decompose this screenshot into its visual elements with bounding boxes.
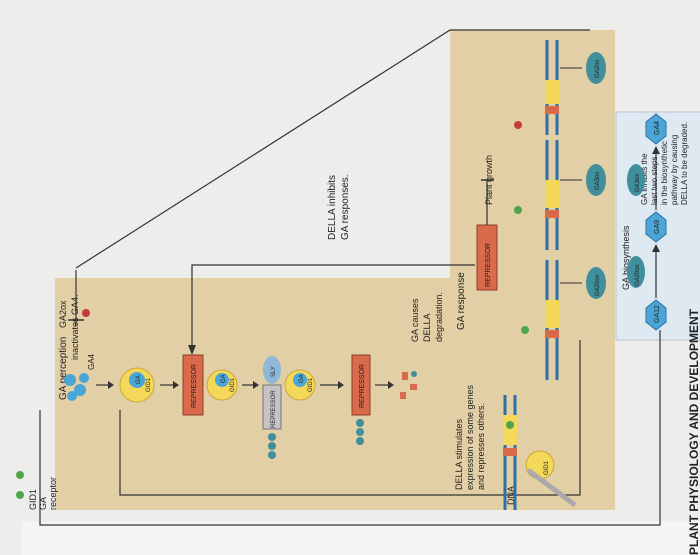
gid1-label: GID1 <box>146 377 152 392</box>
ga4-molecules <box>64 373 89 401</box>
ga12-node <box>645 299 667 331</box>
repressor-response-label: REPRESSOR <box>485 243 492 287</box>
ga9-label: GA9 <box>654 220 661 234</box>
ubiquitin-chain <box>268 433 276 459</box>
ga9-node <box>645 211 667 243</box>
della-inhibit-line <box>191 264 475 352</box>
ga-inhibits-line3: in the biosynthetic <box>660 141 669 205</box>
ga-perception-label: GA perception <box>58 337 69 400</box>
sly-label: SLY <box>271 366 277 377</box>
ubiquitin-chain-2 <box>356 419 364 445</box>
feedback-line-top <box>75 29 590 269</box>
plant-growth-label: Plant growth <box>484 155 494 205</box>
green-dot-icon-2 <box>16 491 24 499</box>
svg-text:GID1: GID1 <box>308 377 314 392</box>
ga-gid1-complex-3: GA GID1 <box>284 369 316 401</box>
gid1-response-label: GID1 <box>544 460 550 475</box>
receptor-legend-receptor: receptor <box>48 477 58 510</box>
footer-text: PLANT PHYSIOLOGY AND DEVELOPMENT <box>687 308 700 555</box>
ga20ox-response-label: GA20ox <box>595 274 601 296</box>
della-fragments-icon <box>400 371 417 399</box>
repressor-block-2 <box>262 384 282 430</box>
ga-causes-label: GA causes <box>410 298 420 342</box>
svg-text:GID1: GID1 <box>230 377 236 392</box>
receptor-legend-ga: GA <box>38 497 48 510</box>
svg-text:GA: GA <box>221 374 227 383</box>
receptor-legend-gid1: GID1 <box>28 489 38 510</box>
ga-gid1-complex-2: GA GID1 <box>206 369 238 401</box>
svg-text:REPRESSOR: REPRESSOR <box>359 364 366 408</box>
ga2ox-label: GA2ox <box>58 300 68 328</box>
dna-label: DNA <box>506 486 516 505</box>
ga20ox-label: GA20ox <box>635 264 641 286</box>
red-dot-icon <box>82 309 90 317</box>
gene-column-4 <box>514 40 606 135</box>
gene-column-1 <box>503 395 577 510</box>
ga-inhibits-line5: DELLA to be degraded. <box>680 122 689 205</box>
della-stimulates-label: DELLA stimulates <box>454 418 464 490</box>
ga-inhibits-line4: pathway by causing <box>670 135 679 205</box>
svg-text:GA: GA <box>299 374 305 383</box>
ga20ox-enzyme <box>627 256 645 288</box>
gene-column-3 <box>514 140 606 250</box>
ga-gid1-complex-1: GA GID1 <box>119 367 155 403</box>
ga4-node <box>645 113 667 145</box>
repressor-block-3 <box>351 354 371 416</box>
ga2ox-inactivates-label: inactivates GA4. <box>70 294 80 360</box>
ga4-node-label: GA4 <box>654 121 661 135</box>
ga-inhibits-line2: last two steps <box>650 157 659 205</box>
ga12-label: GA12 <box>654 305 661 323</box>
della-label: DELLA <box>422 313 432 342</box>
ga2ox-response-label: GA2ox <box>595 60 601 78</box>
repressor-label-1: REPRESSOR <box>191 364 198 408</box>
ga3ox-response-label: GA3ox <box>595 172 601 190</box>
ga-label: GA <box>136 375 142 384</box>
page-fold <box>22 522 700 555</box>
sly-protein: SLY <box>263 356 281 384</box>
feedback-line-bottom <box>39 330 661 526</box>
della-inhibits-label: DELLA inhibits <box>327 175 338 240</box>
ga-response-label: GA response <box>456 272 467 330</box>
ga-responses-label: GA responses. <box>340 174 351 240</box>
green-dot-icon <box>16 471 24 479</box>
represses-label: and represses others. <box>476 403 486 490</box>
ga-biosynthesis-title: GA biosynthesis <box>621 225 631 290</box>
repressor-label-2: REPRESSOR <box>271 390 277 428</box>
ga3ox-label: GA3ox <box>635 174 641 192</box>
expression-label: expression of some genes <box>465 384 475 490</box>
della-inhibit-arrowhead <box>188 345 196 355</box>
repressor-block-1 <box>182 354 204 416</box>
gene-column-2 <box>521 260 606 380</box>
ga4-label: GA4 <box>87 353 96 370</box>
perception-panel <box>55 278 450 510</box>
degradation-label: degradation. <box>434 292 444 342</box>
ga3ox-enzyme <box>627 164 645 196</box>
feedback-line-middle <box>119 340 581 496</box>
